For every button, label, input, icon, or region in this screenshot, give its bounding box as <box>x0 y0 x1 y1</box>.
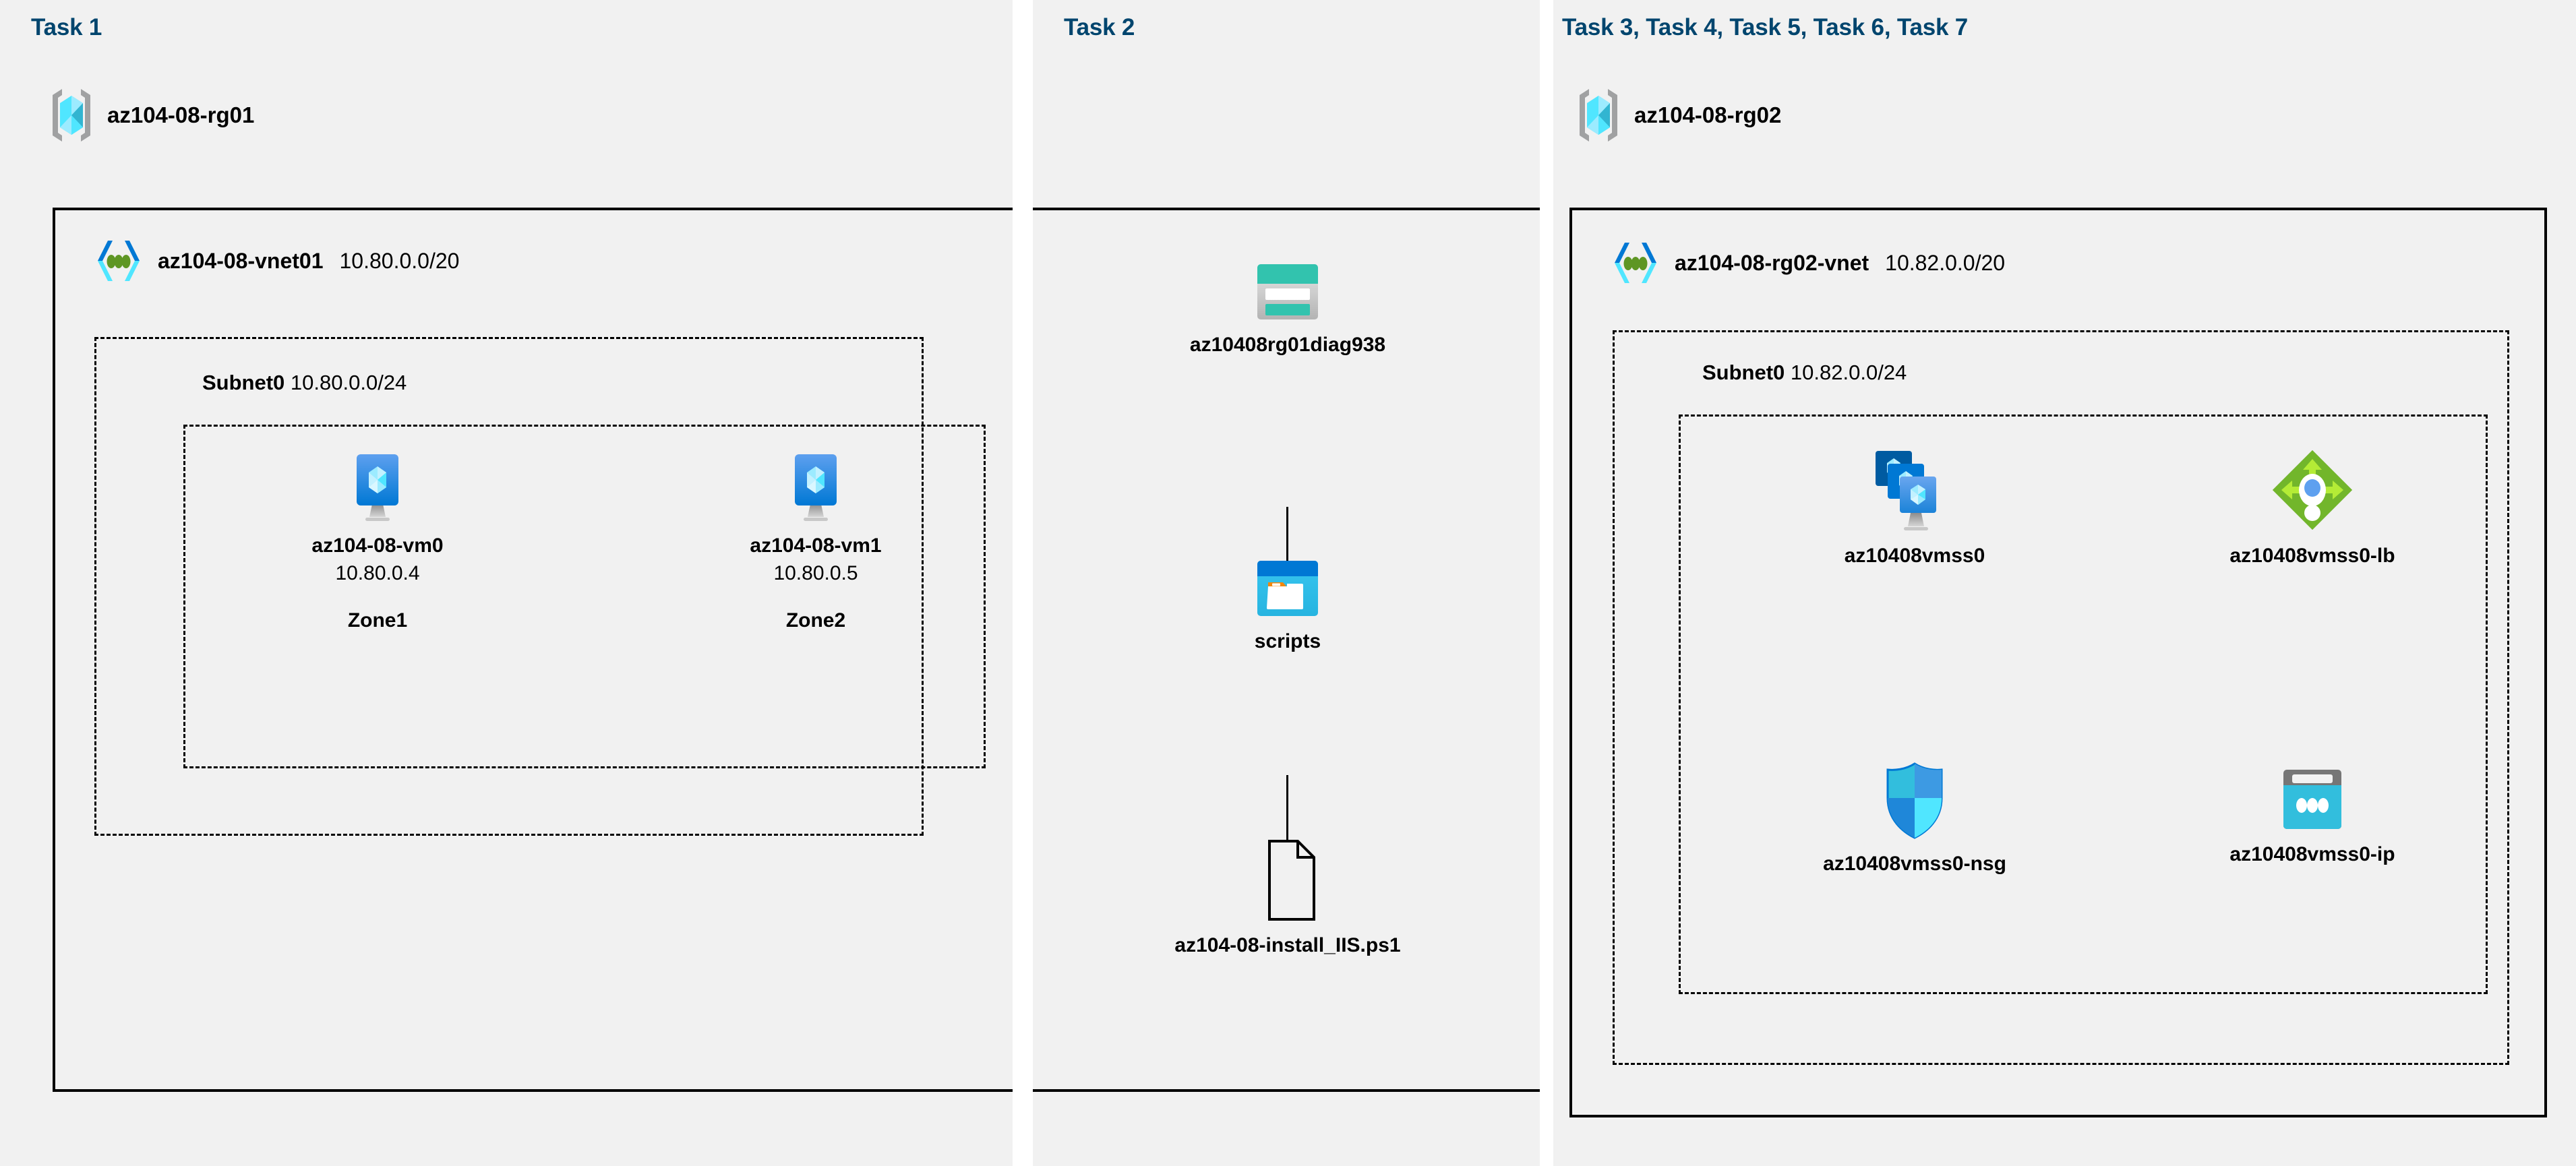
vm-name-label: az104-08-vm0 <box>311 534 444 557</box>
vm-scale-set-icon <box>1869 448 1960 532</box>
virtual-network-icon <box>93 239 144 282</box>
network-security-group-icon <box>1884 762 1946 840</box>
resource-group-az104-08-rg02[interactable]: az104-08-rg02 <box>1578 88 1781 143</box>
network-security-group-az10408vmss0-nsg[interactable]: az10408vmss0-nsg <box>1760 762 2070 878</box>
blob-container-scripts[interactable]: scripts <box>1224 559 1352 655</box>
vm-scale-set-label: az10408vmss0 <box>1844 545 1985 567</box>
resource-group-icon <box>51 88 92 143</box>
vnet-boundary-az104-08-rg02-vnet <box>1569 208 2547 1117</box>
panel-gutter-1 <box>1013 0 1033 1166</box>
blob-container-label: scripts <box>1254 630 1321 652</box>
vm-ip-label: 10.80.0.5 <box>773 561 858 584</box>
vm-ip-label: 10.80.0.4 <box>335 561 420 584</box>
load-balancer-az10408vmss0-lb[interactable]: az10408vmss0-lb <box>2164 448 2461 570</box>
load-balancer-icon <box>2271 448 2354 532</box>
panel-gutter-2 <box>1540 0 1553 1166</box>
panel-task-3-to-7 <box>1553 0 2576 1166</box>
subnet-boundary-left <box>94 337 924 836</box>
virtual-machine-icon <box>779 453 853 522</box>
blob-az104-08-install-iis-ps1[interactable]: az104-08-install_IIS.ps1 <box>1146 839 1429 959</box>
blob-container-icon <box>1256 559 1319 617</box>
virtual-machine-icon <box>340 453 415 522</box>
vnet-header-az104-08-rg02-vnet[interactable]: az104-08-rg02-vnet 10.82.0.0/20 <box>1610 241 2005 284</box>
network-security-group-label: az10408vmss0-nsg <box>1823 853 2006 875</box>
vm-zone-label: Zone2 <box>785 609 846 632</box>
vnet-cidr: 10.82.0.0/20 <box>1885 250 2006 275</box>
storage-account-az10408rg01diag938[interactable]: az10408rg01diag938 <box>1189 263 1386 359</box>
vnet-label: az104-08-vnet01 <box>158 248 324 273</box>
subnet-name: Subnet0 <box>1702 361 1785 384</box>
panel-task-1 <box>0 0 1013 1166</box>
vm-scale-set-az10408vmss0[interactable]: az10408vmss0 <box>1787 448 2043 570</box>
subnet-boundary-right <box>1613 330 2509 1065</box>
blob-file-label: az104-08-install_IIS.ps1 <box>1174 934 1401 956</box>
virtual-machine-az104-08-vm0[interactable]: az104-08-vm0 10.80.0.4 Zone1 <box>276 453 479 632</box>
subnet-cidr: 10.82.0.0/24 <box>1790 361 1907 384</box>
task-3-to-7-title: Task 3, Task 4, Task 5, Task 6, Task 7 <box>1562 14 1969 40</box>
vnet-header-az104-08-vnet01[interactable]: az104-08-vnet01 10.80.0.0/20 <box>93 239 459 282</box>
task-2-title: Task 2 <box>1064 14 1135 40</box>
virtual-network-icon <box>1610 241 1661 284</box>
vnet-label: az104-08-rg02-vnet <box>1675 250 1869 275</box>
subnet-name: Subnet0 <box>202 371 285 394</box>
vnet-top-edge-extension <box>1033 208 1540 210</box>
resource-group-label: az104-08-rg02 <box>1634 102 1782 127</box>
subnet-label-left: Subnet0 10.80.0.0/24 <box>202 371 407 395</box>
subnet-label-right: Subnet0 10.82.0.0/24 <box>1702 361 1907 385</box>
availability-zone-group-boundary <box>183 425 986 768</box>
load-balancer-label: az10408vmss0-lb <box>2229 545 2395 567</box>
connector-storage-to-container <box>1286 507 1288 562</box>
vnet-cidr: 10.80.0.0/20 <box>339 248 460 273</box>
storage-account-icon <box>1256 263 1319 321</box>
vnet-bottom-edge-extension <box>1033 1089 1540 1092</box>
public-ip-address-icon <box>2281 768 2344 830</box>
connector-container-to-blob <box>1286 775 1288 841</box>
task-1-title: Task 1 <box>31 14 102 40</box>
vm-name-label: az104-08-vm1 <box>750 534 882 557</box>
public-ip-address-az10408vmss0-ip[interactable]: az10408vmss0-ip <box>2171 768 2454 868</box>
resource-group-az104-08-rg01[interactable]: az104-08-rg01 <box>51 88 254 143</box>
vm-zone-label: Zone1 <box>347 609 408 632</box>
resource-group-icon <box>1578 88 1619 143</box>
scale-set-group-boundary <box>1679 415 2488 994</box>
public-ip-address-label: az10408vmss0-ip <box>2229 843 2395 865</box>
resource-group-label: az104-08-rg01 <box>107 102 255 127</box>
virtual-machine-az104-08-vm1[interactable]: az104-08-vm1 10.80.0.5 Zone2 <box>715 453 917 632</box>
file-icon <box>1256 839 1319 921</box>
subnet-cidr: 10.80.0.0/24 <box>290 371 407 394</box>
storage-account-label: az10408rg01diag938 <box>1189 334 1386 356</box>
